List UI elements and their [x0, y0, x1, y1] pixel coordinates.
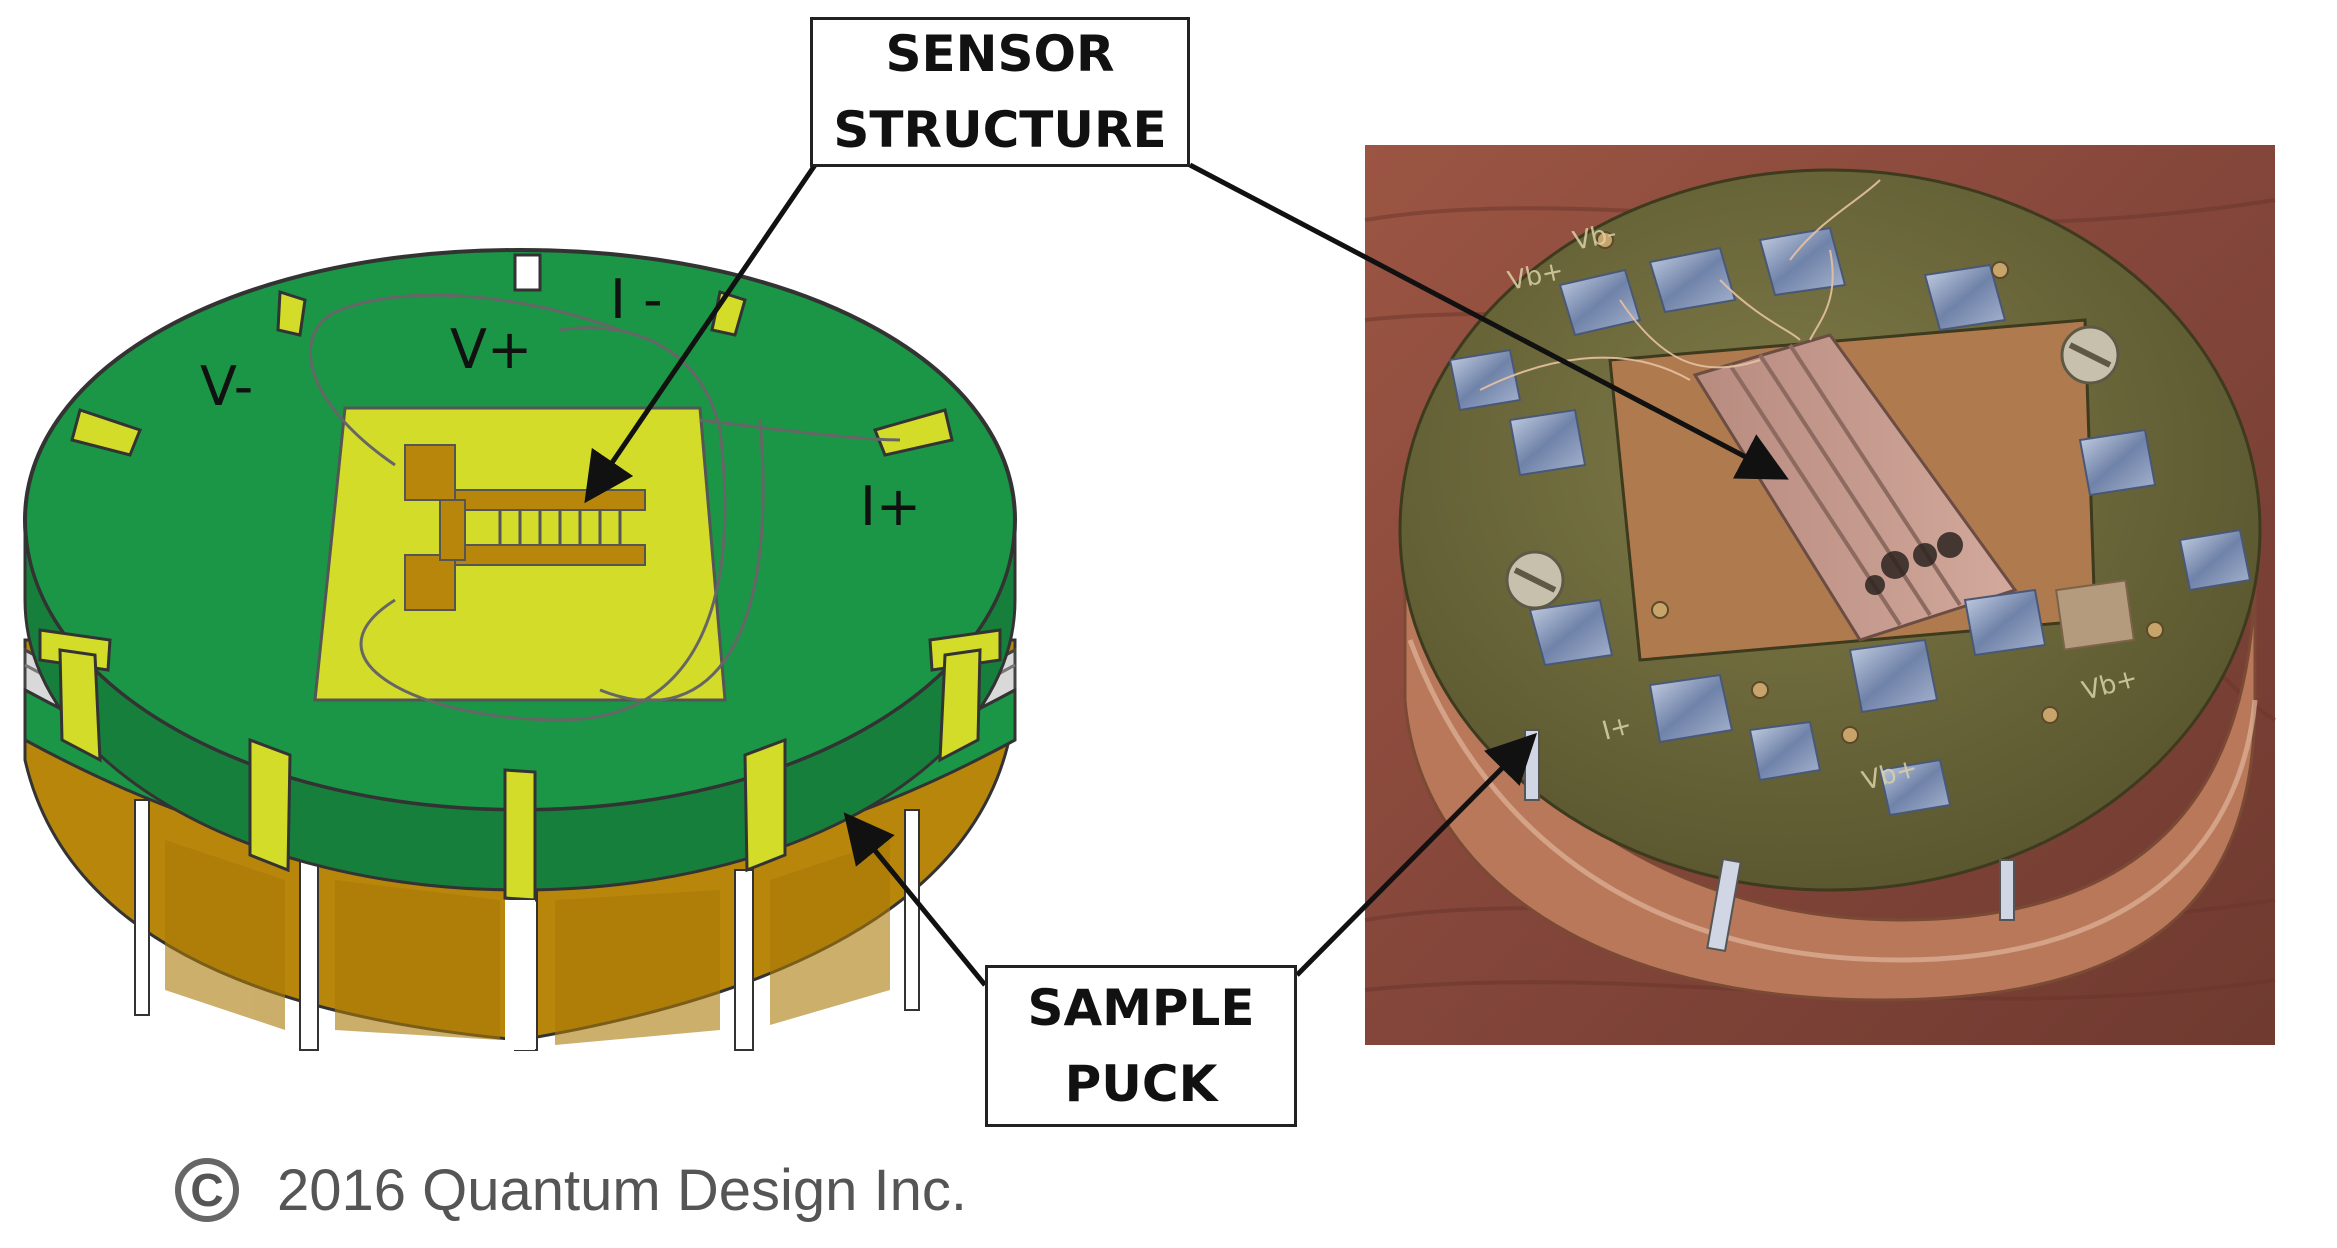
label-i-plus: I+: [860, 475, 921, 538]
puck-callout-line-1: SAMPLE: [1027, 979, 1255, 1037]
copyright-text: 2016 Quantum Design Inc.: [277, 1157, 967, 1223]
photo-solder-pads: [1448, 226, 2252, 817]
arrow-puck-to-photo: [1295, 732, 1538, 977]
label-i-minus: I -: [610, 268, 663, 331]
label-v-plus: V+: [450, 318, 532, 381]
copyright-icon: C: [175, 1158, 239, 1222]
callout-arrows: [584, 162, 1789, 987]
arrow-puck-to-drawing: [843, 812, 987, 987]
bond-wires: [308, 293, 901, 722]
puck-contact-pads: [38, 289, 1002, 902]
copyright-notice: C 2016 Quantum Design Inc.: [175, 1150, 967, 1230]
arrow-sensor-to-photo: [1188, 162, 1789, 480]
sensor-structure-callout: SENSOR STRUCTURE: [810, 17, 1190, 167]
puck-photo: Vb+ Vb- I+ Vb+ Vb+: [1364, 145, 2276, 1045]
label-v-minus: V-: [200, 355, 253, 418]
puck-callout-line-2: PUCK: [1064, 1055, 1218, 1113]
sensor-callout-line-1: SENSOR: [885, 25, 1115, 83]
puck-drawing: V- V+ I - I+: [22, 247, 1018, 1051]
sample-puck-callout: SAMPLE PUCK: [985, 965, 1297, 1127]
sensor-callout-line-2: STRUCTURE: [833, 101, 1167, 159]
photo-screws: [1505, 325, 2120, 610]
arrow-sensor-to-drawing: [584, 163, 818, 504]
